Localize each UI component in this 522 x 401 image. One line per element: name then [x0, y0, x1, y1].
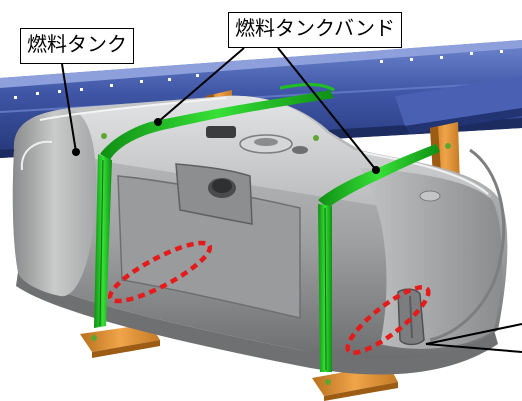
label-fuel-tank: 燃料タンク: [20, 28, 134, 64]
leader-band-left: [157, 47, 245, 123]
leader-fuel-tank: [61, 63, 77, 153]
label-fuel-tank-band: 燃料タンクバンド: [228, 12, 402, 48]
highlight-mark-left: [107, 240, 213, 304]
highlight-mark-right: [345, 285, 431, 355]
fuel-tank-band-left: [94, 90, 334, 328]
leader-lines: [61, 47, 522, 353]
leader-right-callout-upper: [425, 323, 522, 345]
lower-bracket-left: [80, 324, 160, 358]
fuel-tank-band-right: [279, 83, 440, 372]
leader-dots: [72, 118, 380, 174]
fuel-line: [429, 148, 506, 342]
leader-right-callout-lower: [425, 343, 522, 353]
leader-band-right: [277, 47, 377, 171]
fuel-tank-body: [12, 95, 508, 375]
